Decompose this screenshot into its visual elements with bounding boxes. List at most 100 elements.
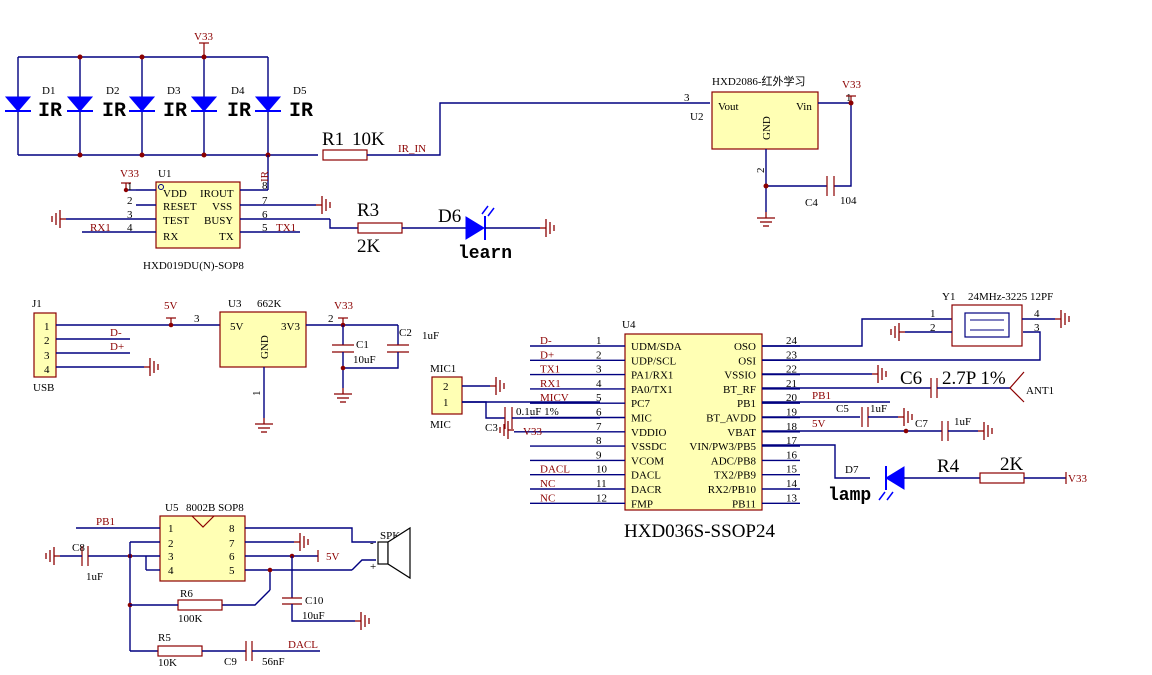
u4-right-pin-num: 24 xyxy=(786,335,798,347)
led-d7-lamp: D7 lamp xyxy=(828,464,980,506)
u5-num-r6: 6 xyxy=(229,551,235,563)
u4-left-pin-num: 10 xyxy=(596,464,608,476)
u1-num-r7: 7 xyxy=(262,195,268,207)
u1-pin-vss: VSS xyxy=(212,201,232,213)
c4-ref: C4 xyxy=(805,197,818,209)
led-d1-label: D1 xyxy=(42,85,55,97)
u4-right-pin-name: BT_AVDD xyxy=(706,413,756,425)
j1-pin2: 2 xyxy=(44,335,50,347)
u2-pin-vin: 1 xyxy=(846,92,852,104)
u4-left-net: TX1 xyxy=(540,364,560,376)
r3-name: R3 xyxy=(357,200,379,221)
u3-net-out: V33 xyxy=(334,300,353,312)
u4-left-net: RX1 xyxy=(540,378,561,390)
r4-net: V33 xyxy=(1068,473,1087,485)
u4-right-pin-name: VSSIO xyxy=(724,370,756,382)
u4-net-5v: 5V xyxy=(812,418,826,430)
ir-led-array: V33 D1 IR D2 IR D3 IR D4 IR xyxy=(4,31,318,158)
c4-value: 104 xyxy=(840,195,857,207)
u4-right-pin-name: OSI xyxy=(738,355,756,367)
u3-out: 3V3 xyxy=(281,321,300,333)
u5-num-l2: 2 xyxy=(168,538,174,550)
chip-u3: 5V 3 U3 662K 5V 3V3 GND 1 2 V33 C1 10uF … xyxy=(164,298,439,433)
u4-net-pb1: PB1 xyxy=(812,390,831,402)
u4-left-net: D- xyxy=(540,335,552,347)
r4-name: R4 xyxy=(937,456,960,477)
c5-value: 1uF xyxy=(870,403,887,415)
u4-right-pin-num: 23 xyxy=(786,349,798,361)
spk-plus: + xyxy=(370,561,376,573)
capacitor-c6-antenna: C6 2.7P 1% ANT1 xyxy=(900,368,1054,403)
u1-num-l3: 3 xyxy=(127,209,133,221)
u1-part: HXD019DU(N)-SOP8 xyxy=(143,260,244,272)
u1-pin-rx: RX xyxy=(163,231,178,243)
u4-right-pin-num: 13 xyxy=(786,492,798,504)
u4-left-pin-num: 4 xyxy=(596,378,602,390)
u1-pin-busy: BUSY xyxy=(204,215,233,227)
u1-num-l4: 4 xyxy=(127,222,133,234)
led-d4-ir: IR xyxy=(227,100,251,123)
u5-net-5v: 5V xyxy=(326,551,340,563)
u5-net-pb1: PB1 xyxy=(96,516,115,528)
led-d5-label: D5 xyxy=(293,85,307,97)
u3-pin-in: 3 xyxy=(194,313,200,325)
led-d3-ir: IR xyxy=(163,100,187,123)
c5-ref: C5 xyxy=(836,403,849,415)
spk-minus: - xyxy=(370,537,374,549)
c9-value: 56nF xyxy=(262,656,285,668)
u4-left-pin-num: 9 xyxy=(596,449,602,461)
u1-pin-vdd: VDD xyxy=(163,188,187,200)
c7-value: 1uF xyxy=(954,416,971,428)
u1-num-r8: 8 xyxy=(262,180,268,192)
u4-right-pin-name: ADC/PB8 xyxy=(711,455,757,467)
c1-value: 10uF xyxy=(353,354,376,366)
u2-gnd: GND xyxy=(761,116,773,140)
mic-ref2: MIC xyxy=(430,419,451,431)
j1-type: USB xyxy=(33,382,54,394)
u4-left-pin-name: MIC xyxy=(631,413,652,425)
chip-u4: U4 HXD036S-SSOP24 UDM/SDA1D-UDP/SCL2D+PA… xyxy=(499,318,1041,542)
j1-pin1: 1 xyxy=(44,321,50,333)
u4-right-pin-num: 16 xyxy=(786,449,798,461)
u4-left-pin-num: 2 xyxy=(596,349,602,361)
y1-ref: Y1 xyxy=(942,291,955,303)
u4-left-pin-name: VDDIO xyxy=(631,427,666,439)
crystal-y1: Y1 24MHz-3225 12PF 1 2 4 3 xyxy=(890,291,1070,347)
u1-num-l2: 2 xyxy=(127,195,133,207)
c3-ref: C3 xyxy=(485,422,498,434)
u2-pin-vout: 3 xyxy=(684,92,690,104)
u4-ref: U4 xyxy=(622,319,636,331)
c8-ref: C8 xyxy=(72,542,85,554)
c1-ref: C1 xyxy=(356,339,369,351)
r6-value: 100K xyxy=(178,613,203,625)
u4-left-pin-name: UDM/SDA xyxy=(631,341,682,353)
u4-right-pin-num: 19 xyxy=(786,407,798,419)
led-d5-ir: IR xyxy=(289,100,313,123)
u3-ref: U3 xyxy=(228,298,242,310)
u1-pin-test: TEST xyxy=(163,215,190,227)
u1-num-r6: 6 xyxy=(262,209,268,221)
u4-right-pin-name: VBAT xyxy=(727,427,756,439)
u1-num-l1: 1 xyxy=(127,181,133,193)
u5-num-l3: 3 xyxy=(168,551,174,563)
u5-part: 8002B SOP8 xyxy=(186,502,244,514)
y1-pin2: 2 xyxy=(930,322,936,334)
u5-num-r5: 5 xyxy=(229,565,235,577)
c2-value: 1uF xyxy=(422,330,439,342)
led-d6-learn: D6 learn xyxy=(438,205,555,264)
u4-left-pin-name: VSSDC xyxy=(631,441,666,453)
u3-pin-out: 2 xyxy=(328,313,334,325)
connector-j1: J1 1 2 3 4 USB D- D+ xyxy=(32,298,220,394)
u2-title: HXD2086-红外学习 xyxy=(712,74,806,88)
chip-u2: HXD2086-红外学习 Vout Vin GND U2 3 1 2 V33 C… xyxy=(684,74,861,227)
c7-ref: C7 xyxy=(915,418,928,430)
resistor-r3: R3 2K xyxy=(357,200,466,257)
u4-right-pin-num: 17 xyxy=(786,435,798,447)
u4-left-pin-name: PA0/TX1 xyxy=(631,384,673,396)
y1-spec: 24MHz-3225 12PF xyxy=(968,291,1053,303)
led-v33-supply: V33 xyxy=(194,31,213,57)
resistor-r4: R4 2K V33 xyxy=(937,454,1087,485)
u4-left-pin-name: PC7 xyxy=(631,398,650,410)
u5-net-dacl: DACL xyxy=(288,639,318,651)
